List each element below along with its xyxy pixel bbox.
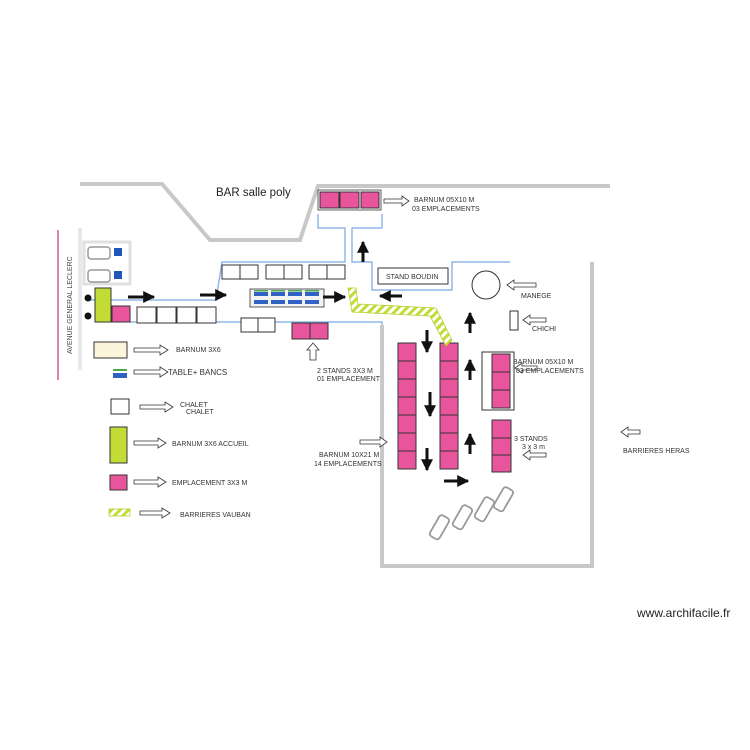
- barnum-top-sub: 03 EMPLACEMENTS: [412, 206, 480, 213]
- parked-car: [87, 246, 111, 260]
- legend-swatch-vauban: [108, 508, 131, 517]
- chichi-stand: [509, 310, 519, 331]
- bollard-icon: [84, 294, 92, 302]
- stand-boudin: [377, 267, 449, 285]
- legend-label: TABLE+ BANCS: [168, 368, 227, 377]
- website-credit[interactable]: www.archifacile.fr: [636, 606, 730, 620]
- legend-swatch-table: [113, 369, 127, 371]
- barnum-right-sub: 03 EMPLACEMENTS: [516, 368, 584, 375]
- three-stands-sub: 3 x 3 m: [522, 444, 545, 451]
- wheelchair-icon: [114, 271, 122, 279]
- legend-label: EMPLACEMENT 3X3 M: [172, 480, 248, 487]
- legend-label: BARNUM 3X6: [176, 347, 221, 354]
- avenue-label: AVENUE GENERAL LECLERC: [67, 256, 74, 354]
- legend-label: BARNUM 3X6 ACCUEIL: [172, 441, 249, 448]
- parked-cars: [428, 486, 514, 541]
- legend-arrow: [139, 507, 171, 519]
- barnum-top: [319, 191, 380, 209]
- barrieres-vauban: [347, 287, 453, 347]
- barnum-top-label: BARNUM 05X10 M: [414, 197, 474, 204]
- legend-swatch-barnum-3x6: [93, 341, 128, 359]
- legend: BARNUM 3X6 TABLE+ BANCS CHALET CHALET BA…: [93, 341, 251, 519]
- top-wall: [80, 182, 610, 242]
- manege: [471, 270, 501, 300]
- bollard-icon: [84, 312, 92, 320]
- barnum-big-label: BARNUM 10X21 M: [319, 452, 379, 459]
- pointer-arrows: [306, 195, 641, 461]
- legend-label: BARRIERES VAUBAN: [180, 512, 251, 519]
- two-stands: [291, 322, 329, 340]
- legend-swatch-emplacement: [109, 474, 128, 491]
- parked-car: [87, 269, 111, 283]
- legend-arrow: [139, 401, 174, 413]
- flow-arrows: [128, 240, 476, 487]
- legend-arrow: [133, 476, 167, 488]
- stand-boudin-label: STAND BOUDIN: [386, 274, 438, 281]
- legend-swatch-chalet: [110, 398, 130, 415]
- parking-area: [82, 240, 132, 286]
- two-stands-label: 2 STANDS 3X3 M: [317, 368, 373, 375]
- emplacement-stand: [111, 305, 131, 323]
- barnum-accueil: [94, 287, 112, 323]
- two-stands-sub: 01 EMPLACEMENT: [317, 376, 381, 383]
- legend-arrow: [133, 344, 169, 356]
- legend-label: CHALET: [180, 402, 208, 409]
- legend-arrow: [133, 366, 169, 378]
- wheelchair-icon: [114, 248, 122, 256]
- barnum-right: [491, 353, 511, 409]
- barnum-top-outline: [317, 189, 382, 211]
- legend-label: CHALET: [186, 409, 214, 416]
- three-stands-label: 3 STANDS: [514, 436, 548, 443]
- chalets: [136, 264, 346, 333]
- barnum-big-sub: 14 EMPLACEMENTS: [314, 461, 382, 468]
- barrieres-heras-label: BARRIERES HERAS: [623, 448, 690, 455]
- barnum-big: [397, 342, 459, 470]
- legend-swatch-accueil: [109, 426, 128, 464]
- chichi-label: CHICHI: [532, 326, 556, 333]
- legend-swatch-table: [113, 373, 127, 378]
- barnum-right-label: BARNUM 05X10 M: [513, 359, 573, 366]
- tables-bancs: [249, 288, 325, 308]
- bar-title: BAR salle poly: [216, 187, 291, 199]
- legend-arrow: [133, 437, 167, 449]
- three-stands: [491, 419, 512, 473]
- manege-label: MANEGE: [521, 293, 552, 300]
